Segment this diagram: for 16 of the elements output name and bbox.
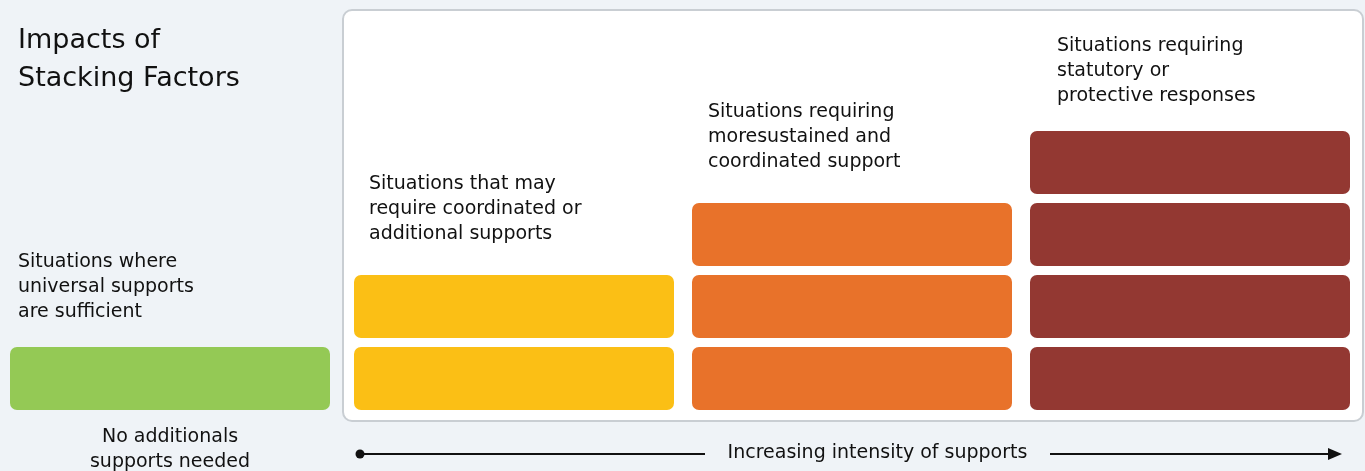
note-text: No additionals supports needed (88, 423, 252, 471)
situation-label: Situations requiring statutory or protective responses (1057, 32, 1257, 107)
stack-block (692, 203, 1012, 266)
title: Impacts of Stacking Factors (18, 22, 241, 94)
stack-block (10, 347, 330, 410)
stack-block (354, 347, 674, 410)
stack-block (1030, 347, 1350, 410)
stack-block (692, 275, 1012, 338)
stack-block (1030, 131, 1350, 194)
stack-block (354, 275, 674, 338)
stack-block (1030, 203, 1350, 266)
situation-label: Situations where universal supports are sufficient (18, 248, 195, 323)
stack-block (692, 347, 1012, 410)
stack-block (1030, 275, 1350, 338)
situation-label: Situations that may require coordinated or additional supports (369, 170, 583, 245)
situation-label: Situations requiring moresustained and coordinated support (708, 98, 902, 173)
